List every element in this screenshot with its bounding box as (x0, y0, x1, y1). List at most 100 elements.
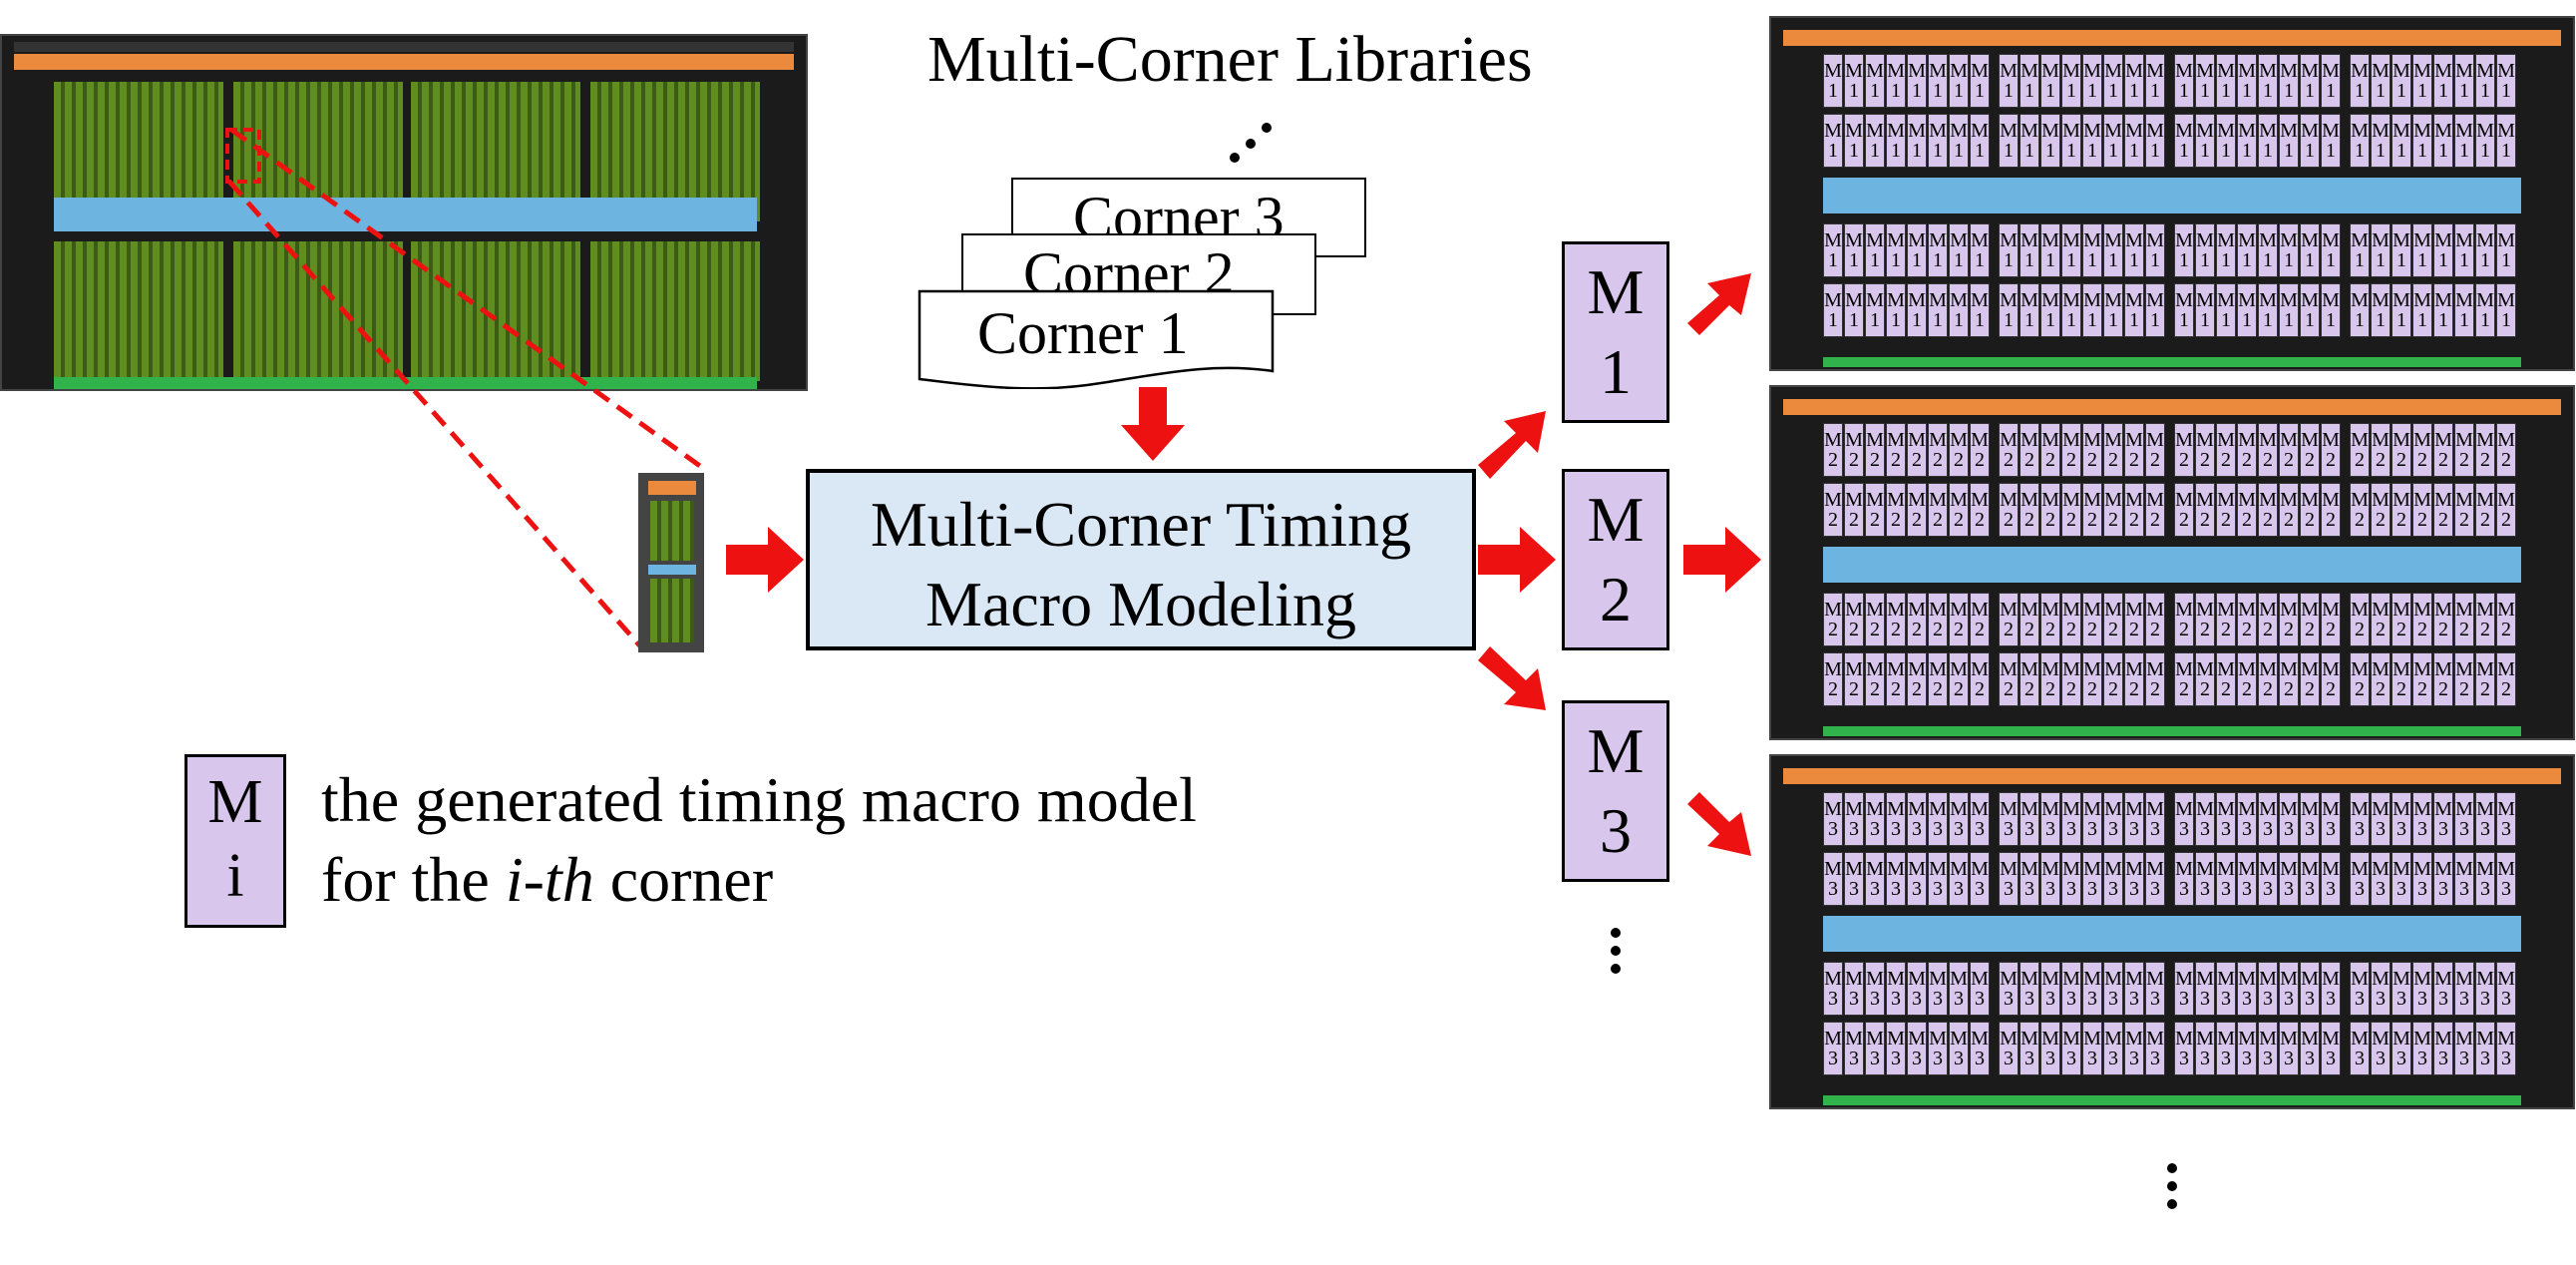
diagonal-ellipsis-icon (1230, 123, 1272, 163)
legend-text-suffix: corner (593, 844, 774, 915)
down-arrow-icon (1121, 387, 1185, 461)
up-right-arrow-icon (1687, 273, 1751, 335)
legend-box-line1: M (207, 768, 263, 836)
legend-box-line2: i (226, 842, 244, 910)
right-arrow-icon (726, 527, 804, 593)
model-m2-box: M 2 (1562, 469, 1669, 650)
sm-block-icon (638, 473, 704, 652)
chip-top-bar (1783, 30, 2561, 46)
gpu-die-icon (0, 34, 808, 391)
down-right-arrow-icon (1478, 646, 1546, 710)
